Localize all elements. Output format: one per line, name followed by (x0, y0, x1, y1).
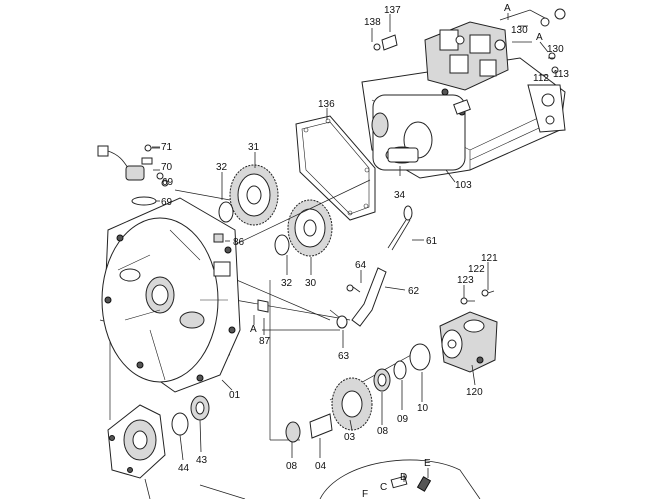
part-label-70: 70 (161, 162, 173, 173)
main-pump-assembly (361, 8, 566, 179)
part-label-03: 03 (344, 432, 356, 443)
part-label-43: 43 (196, 455, 208, 466)
part-label-121: 121 (481, 253, 498, 264)
part-label-103: 103 (455, 180, 472, 191)
part-label-71: 71 (161, 142, 173, 153)
part-label-113: 113 (553, 69, 569, 80)
part-label-09: 09 (397, 414, 409, 425)
part-label-137: 137 (384, 5, 401, 16)
guide-tube-62 (351, 267, 387, 327)
part-label-a-1: A (504, 3, 511, 14)
part-label-f: F (362, 489, 368, 499)
coupling-assembly (107, 395, 210, 479)
part-label-c: C (380, 482, 387, 493)
part-label-64: 64 (355, 260, 367, 271)
part-label-130-a: 130 (511, 25, 528, 36)
part-label-69-b: 69 (162, 177, 174, 188)
part-label-10: 10 (417, 403, 429, 414)
pump-bolts (373, 17, 559, 74)
part-label-86: 86 (233, 237, 245, 248)
part-label-e: E (424, 458, 431, 469)
flywheel-housing-01 (101, 197, 241, 393)
gear-31 (229, 164, 279, 226)
part-label-08-b: 08 (286, 461, 298, 472)
part-label-04: 04 (315, 461, 327, 472)
part-label-63: 63 (338, 351, 350, 362)
part-label-31: 31 (248, 142, 260, 153)
part-label-30: 30 (305, 278, 317, 289)
part-label-44: 44 (178, 463, 190, 474)
gasket-136 (295, 115, 376, 221)
part-label-136: 136 (318, 99, 335, 110)
part-label-a-3: A (250, 324, 257, 335)
part-label-123: 123 (457, 275, 474, 286)
part-label-69: 69 (161, 197, 173, 208)
part-label-87: 87 (259, 336, 271, 347)
part-label-08-a: 08 (377, 426, 389, 437)
gear-pump-120 (439, 289, 498, 373)
part-label-34: 34 (394, 190, 406, 201)
part-label-61: 61 (426, 236, 438, 247)
leader-lines (152, 13, 555, 482)
part-label-32-b: 32 (281, 278, 293, 289)
dipstick-61 (387, 205, 413, 251)
small-fittings (213, 233, 361, 329)
part-label-a-2: A (536, 32, 543, 43)
part-label-01: 01 (229, 390, 241, 401)
part-labels: 137 138 A 130 A 130 112 113 136 31 32 71… (161, 3, 569, 500)
part-label-d: D (400, 472, 407, 483)
snap-rings-32 (218, 201, 290, 256)
part-label-112: 112 (533, 73, 549, 84)
part-label-130-b: 130 (547, 44, 564, 55)
shaft-parts (285, 343, 431, 443)
part-label-32-a: 32 (216, 162, 228, 173)
detail-view (144, 459, 481, 500)
part-label-122: 122 (468, 264, 485, 275)
part-label-138: 138 (364, 17, 381, 28)
part-label-120: 120 (466, 387, 483, 398)
part-label-62: 62 (408, 286, 420, 297)
sensor-harness (97, 144, 169, 206)
